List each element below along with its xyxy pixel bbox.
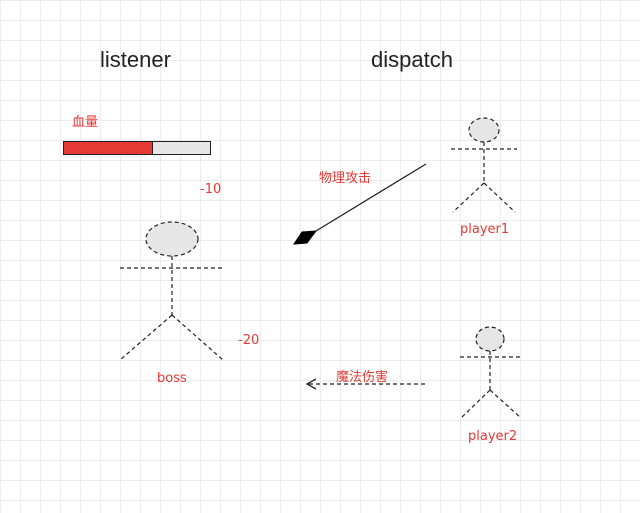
boss-label: boss <box>157 371 187 386</box>
player2-right-leg <box>489 389 522 419</box>
dispatch-heading: dispatch <box>371 47 453 72</box>
magic-attack-arrowhead <box>305 378 317 390</box>
player1-left-leg <box>452 182 485 213</box>
physical-attack-line <box>315 163 427 232</box>
player2-left-leg <box>460 389 491 419</box>
player1-right-leg <box>483 182 516 213</box>
magic-attack-arrow <box>305 378 425 390</box>
health-bar-label: 血量 <box>72 115 99 130</box>
physical-attack-label: 物理攻击 <box>319 171 372 186</box>
player2-head <box>475 326 505 352</box>
health-bar-fill <box>64 142 153 154</box>
player2-label: player2 <box>468 429 518 444</box>
player1-figure <box>451 117 517 213</box>
player1-label: player1 <box>460 222 510 237</box>
health-bar <box>63 141 211 155</box>
player1-head <box>468 117 500 143</box>
magic-attack-label: 魔法伤害 <box>336 370 389 385</box>
boss-figure <box>119 221 225 361</box>
boss-right-leg <box>171 314 224 361</box>
boss-head <box>145 221 199 257</box>
boss-left-leg <box>119 314 173 361</box>
physical-attack-arrow <box>293 163 427 245</box>
listener-heading: listener <box>100 47 171 72</box>
magic-damage-value: -20 <box>238 333 260 348</box>
physical-damage-value: -10 <box>200 182 222 197</box>
player2-figure <box>460 326 523 419</box>
physical-attack-arrowhead <box>293 230 318 245</box>
